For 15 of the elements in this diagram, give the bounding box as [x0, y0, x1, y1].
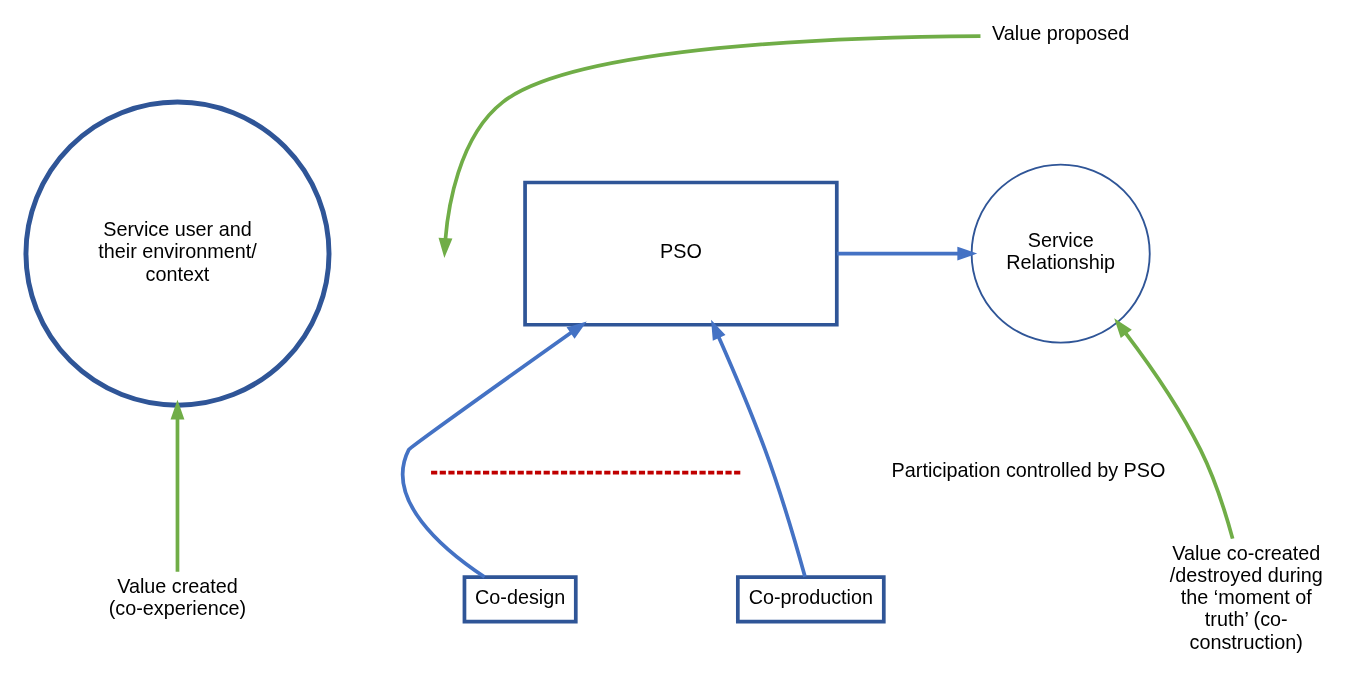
arrow	[438, 34, 980, 258]
arrow	[170, 399, 184, 572]
node-circle: Service Relationship	[970, 163, 1151, 344]
arrow	[836, 246, 977, 261]
arrow	[710, 319, 807, 578]
node-box: Co-design	[462, 575, 578, 624]
node-text: Value created (co-experience)	[108, 574, 246, 620]
label: Participation controlled by PSO	[891, 458, 1165, 481]
arrow	[400, 321, 587, 579]
node-box: Co-production	[735, 575, 886, 624]
node-circle: Service user and their environment/ context	[22, 99, 331, 408]
node-box: PSO	[522, 180, 839, 327]
arrow	[1113, 318, 1234, 540]
node-text: Value proposed	[991, 22, 1129, 44]
node-text: Value co-created /destroyed during the ‘moment of truth’ (co-construction)	[1169, 541, 1323, 653]
